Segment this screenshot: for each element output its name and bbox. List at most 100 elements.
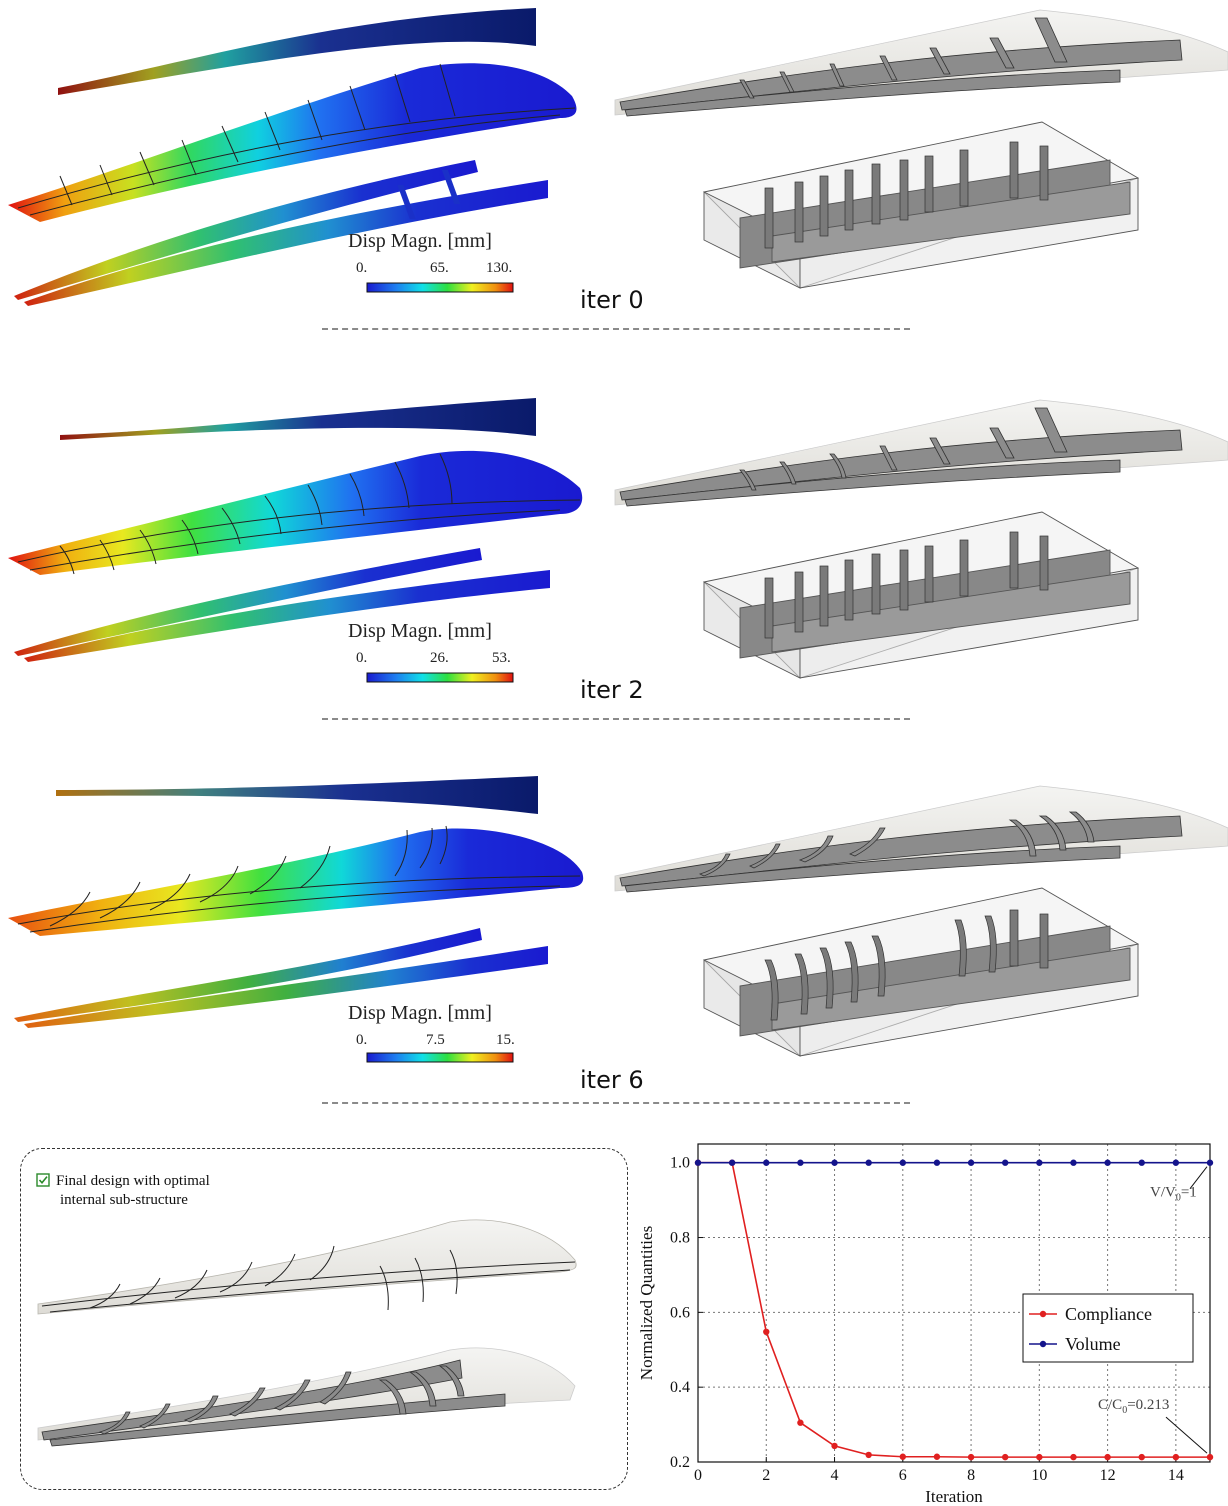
data-point-volume [797,1159,804,1166]
data-point-volume [1070,1159,1077,1166]
wing-displacement-contour [8,828,584,936]
final-design-figures [37,1219,577,1447]
colorbar-tick-min: 0. [356,260,368,276]
rib-plates [764,909,1049,1021]
data-point-volume [1104,1159,1111,1166]
legend-label-volume: Volume [1065,1334,1121,1354]
internal-spars [619,407,1183,507]
wing-spar-lines [17,825,581,933]
colorbar-tick-mid: 26. [430,650,449,666]
colorbar-ticks: 0. 7.5 15. [356,1032,526,1052]
data-point-compliance [899,1453,906,1460]
data-point-volume [967,1159,975,1166]
colorbar-tick-min: 0. [356,650,368,666]
iteration-label: iter 2 [580,676,644,704]
y-axis-label: Normalized Quantities [637,1226,656,1380]
data-point-compliance [1104,1453,1111,1461]
final-design-panel [20,1148,628,1490]
y-tick-label: 0.4 [670,1379,690,1396]
data-point-compliance [1172,1453,1180,1461]
final-wing-skin [37,1219,577,1315]
data-point-compliance [865,1451,872,1459]
annotation-arrow [1189,1166,1208,1190]
colorbar [366,282,514,293]
legend-swatch-marker [1039,1310,1047,1318]
internal-spars [619,811,1183,893]
iter2-figures [8,398,1228,679]
final-design-caption: Final design with optimal internal sub-s… [36,1172,210,1210]
data-point-volume [1002,1159,1009,1166]
data-point-compliance [1002,1453,1009,1461]
data-point-volume [1206,1159,1214,1166]
data-point-compliance [1138,1453,1145,1461]
legend-box [1022,1293,1194,1363]
iteration-row-0: Disp Magn. [mm] 0. 65. 130. iter 0 [0,0,1228,370]
y-tick-label: 1.0 [670,1155,690,1172]
internal-spars [619,17,1183,117]
iter6-figures [8,776,1228,1057]
x-tick-label: 10 [1031,1467,1047,1484]
substructure-displacement [14,160,548,306]
final-internal-spars [41,1359,506,1447]
y-tick-label: 0.2 [670,1454,690,1471]
wing-displacement-contour [8,450,583,575]
y-tick-label: 0.6 [670,1304,690,1321]
data-point-volume [1036,1159,1043,1166]
series-line-compliance [698,1161,1210,1458]
annotation-volume-ratio: V/V0=1 [1150,1185,1197,1204]
colorbar-tick-mid: 65. [430,260,449,276]
annotation-compliance-ratio: C/C0=0.213 [1098,1397,1169,1416]
legend-label-compliance: Compliance [1065,1304,1152,1324]
data-point-volume [831,1159,838,1166]
row-separator [322,1102,910,1104]
colorbar-tick-min: 0. [356,1032,368,1048]
iteration-label: iter 0 [580,286,644,314]
row-separator [322,328,910,330]
wing-spar-lines [17,63,576,216]
x-tick-label: 12 [1100,1467,1116,1484]
wing-side-view [56,776,538,814]
data-point-volume [1172,1159,1180,1166]
colorbar-tick-max: 130. [486,260,513,276]
legend-swatch-marker [1039,1340,1047,1348]
colorbar [366,1052,514,1063]
x-tick-label: 0 [694,1467,702,1484]
wing-spar-lines [17,453,581,575]
chart-series [694,1159,1214,1461]
iter0-figures [8,8,1228,306]
data-point-compliance [763,1328,770,1336]
design-domain-box [703,511,1140,679]
y-tick-label: 0.8 [670,1230,690,1247]
check-box-icon [36,1173,50,1187]
colorbar-title: Disp Magn. [mm] [348,1002,492,1024]
colorbar [366,672,514,683]
chart-annotations: V/V0=1C/C0=0.213 [1098,1166,1208,1454]
data-point-volume [899,1159,906,1166]
wing-side-view [60,398,536,440]
final-caption-line2: internal sub-structure [60,1192,188,1208]
substructure-ribs [397,170,461,219]
iteration-row-2: Disp Magn. [mm] 0. 26. 53. iter 2 [0,390,1228,760]
data-point-volume [865,1159,872,1166]
final-caption-line1: Final design with optimal [56,1173,210,1189]
substructure-displacement [14,548,550,662]
colorbar-title: Disp Magn. [mm] [348,230,492,252]
colorbar-ticks: 0. 26. 53. [356,650,526,670]
annotation-arrow [1165,1416,1208,1454]
colorbar-tick-max: 15. [496,1032,515,1048]
row-separator [322,718,910,720]
data-point-volume [1138,1159,1145,1166]
data-point-compliance [967,1453,975,1461]
wing-side-view [58,8,536,95]
rib-plates [764,141,1049,249]
x-axis-label: Iteration [925,1487,983,1506]
data-point-compliance [797,1419,804,1426]
iteration-row-6: Disp Magn. [mm] 0. 7.5 15. iter 6 [0,776,1228,1146]
data-point-compliance [1036,1453,1043,1461]
data-point-compliance [1070,1453,1077,1461]
x-tick-label: 8 [967,1467,975,1484]
x-tick-label: 2 [762,1467,770,1484]
